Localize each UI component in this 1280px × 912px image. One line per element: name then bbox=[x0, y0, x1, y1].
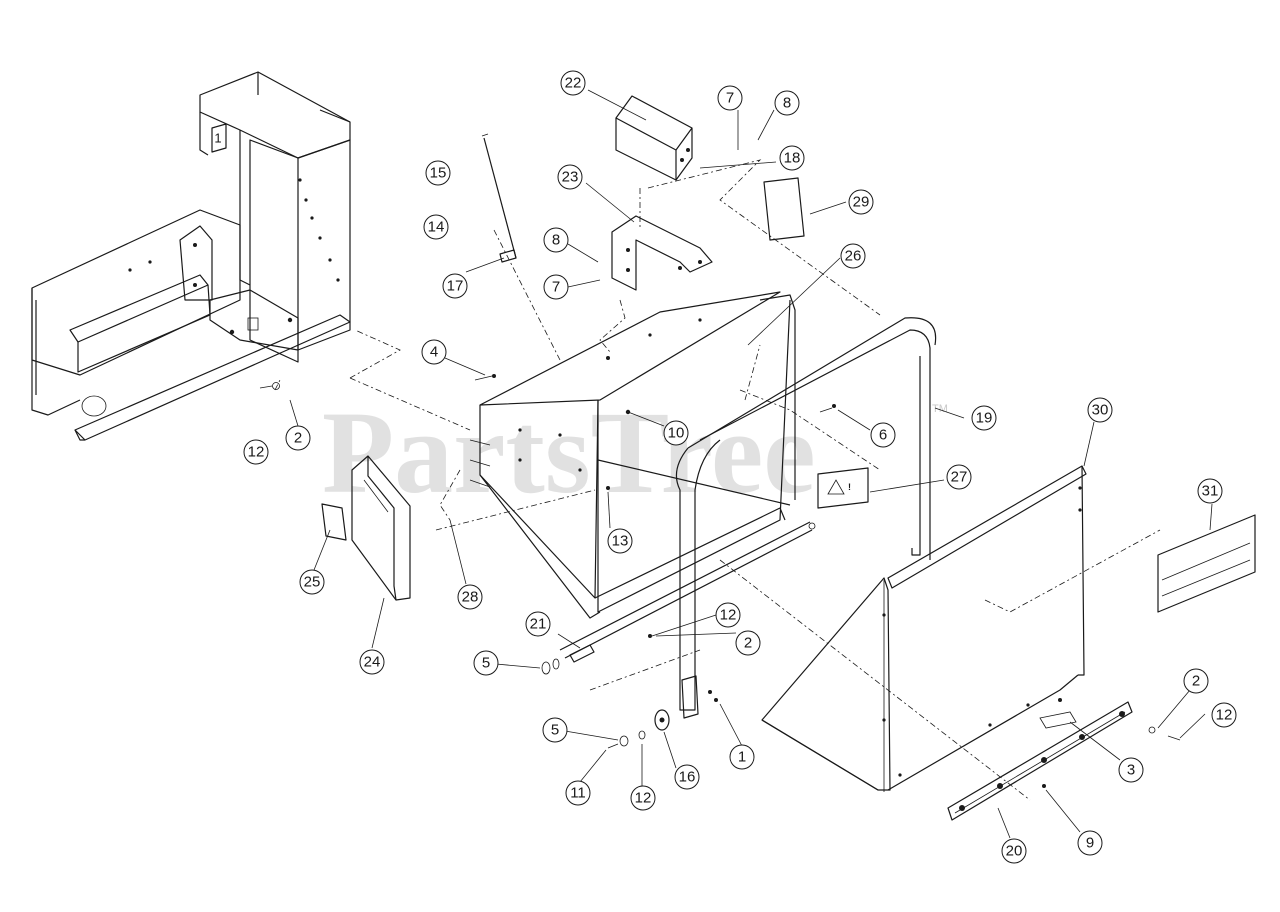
hopper bbox=[469, 291, 796, 619]
callout-14[interactable]: 14 bbox=[423, 214, 449, 240]
callout-16[interactable]: 16 bbox=[674, 764, 700, 790]
callout-8-bracket[interactable]: 8 bbox=[543, 227, 569, 253]
svg-text:19: 19 bbox=[976, 410, 993, 427]
deflector-strip bbox=[947, 701, 1133, 821]
callout-10[interactable]: 10 bbox=[663, 420, 689, 446]
svg-text:29: 29 bbox=[853, 194, 870, 211]
svg-text:8: 8 bbox=[783, 95, 791, 112]
callout-30[interactable]: 30 bbox=[1087, 397, 1113, 423]
svg-text:28: 28 bbox=[462, 589, 479, 606]
callout-15[interactable]: 15 bbox=[425, 160, 451, 186]
callout-11[interactable]: 11 bbox=[565, 780, 591, 806]
callout-27[interactable]: 27 bbox=[946, 464, 972, 490]
svg-text:2: 2 bbox=[1192, 673, 1200, 690]
callout-25[interactable]: 25 bbox=[299, 569, 325, 595]
callout-20[interactable]: 20 bbox=[1001, 838, 1027, 864]
svg-text:12: 12 bbox=[248, 444, 265, 461]
callout-2-frame[interactable]: 2 bbox=[285, 425, 311, 451]
svg-text:12: 12 bbox=[635, 790, 652, 807]
seal-24 bbox=[351, 455, 411, 601]
callout-3[interactable]: 3 bbox=[1118, 757, 1144, 783]
callout-12-axle[interactable]: 12 bbox=[715, 602, 741, 628]
watermark-text: PartsTree bbox=[322, 387, 816, 518]
svg-text:13: 13 bbox=[612, 533, 629, 550]
callout-7-bracket[interactable]: 7 bbox=[543, 274, 569, 300]
watermark-tm: TM bbox=[932, 403, 948, 415]
callout-18[interactable]: 18 bbox=[779, 145, 805, 171]
frame-tag-label: 1 bbox=[214, 131, 221, 146]
svg-text:3: 3 bbox=[1127, 762, 1135, 779]
svg-text:12: 12 bbox=[1216, 707, 1233, 724]
callout-28[interactable]: 28 bbox=[457, 584, 483, 610]
svg-text:8: 8 bbox=[552, 232, 560, 249]
callout-8-top[interactable]: 8 bbox=[774, 90, 800, 116]
callout-4[interactable]: 4 bbox=[421, 339, 447, 365]
svg-text:7: 7 bbox=[726, 90, 734, 107]
callout-29[interactable]: 29 bbox=[848, 189, 874, 215]
callout-17[interactable]: 17 bbox=[442, 273, 468, 299]
callout-12-frame[interactable]: 12 bbox=[243, 439, 269, 465]
callout-13[interactable]: 13 bbox=[607, 528, 633, 554]
callout-5-upper[interactable]: 5 bbox=[473, 650, 499, 676]
svg-text:18: 18 bbox=[784, 150, 801, 167]
svg-text:2: 2 bbox=[744, 635, 752, 652]
warning-decal: ! bbox=[817, 467, 869, 509]
callout-12-chute[interactable]: 12 bbox=[1211, 702, 1237, 728]
chute bbox=[761, 465, 1087, 792]
svg-text:26: 26 bbox=[845, 248, 862, 265]
svg-text:4: 4 bbox=[430, 344, 438, 361]
svg-text:30: 30 bbox=[1092, 402, 1109, 419]
svg-text:15: 15 bbox=[430, 165, 447, 182]
svg-text:9: 9 bbox=[1086, 835, 1094, 852]
svg-text:5: 5 bbox=[551, 722, 559, 739]
svg-text:12: 12 bbox=[720, 607, 737, 624]
svg-text:25: 25 bbox=[304, 574, 321, 591]
svg-text:2: 2 bbox=[294, 430, 302, 447]
callout-7-top[interactable]: 7 bbox=[717, 85, 743, 111]
svg-text:!: ! bbox=[848, 482, 851, 492]
frame-assembly bbox=[31, 71, 351, 441]
leader-lines bbox=[289, 89, 1213, 839]
control-box bbox=[615, 95, 693, 181]
svg-text:10: 10 bbox=[668, 425, 685, 442]
svg-text:5: 5 bbox=[482, 655, 490, 672]
handle-bar bbox=[675, 317, 937, 719]
svg-text:1: 1 bbox=[738, 749, 746, 766]
svg-text:14: 14 bbox=[428, 219, 445, 236]
bracket bbox=[611, 215, 713, 291]
callout-31[interactable]: 31 bbox=[1197, 478, 1223, 504]
callout-5-lower[interactable]: 5 bbox=[542, 717, 568, 743]
callout-6[interactable]: 6 bbox=[870, 422, 896, 448]
callout-2-axle[interactable]: 2 bbox=[735, 630, 761, 656]
svg-text:7: 7 bbox=[552, 279, 560, 296]
callout-24[interactable]: 24 bbox=[359, 649, 385, 675]
callout-12-lower[interactable]: 12 bbox=[630, 785, 656, 811]
svg-text:22: 22 bbox=[565, 75, 582, 92]
callout-23[interactable]: 23 bbox=[557, 164, 583, 190]
callout-2-chute[interactable]: 2 bbox=[1183, 668, 1209, 694]
callout-21[interactable]: 21 bbox=[525, 611, 551, 637]
svg-text:24: 24 bbox=[364, 654, 381, 671]
decal-25 bbox=[321, 503, 347, 541]
svg-text:21: 21 bbox=[530, 616, 547, 633]
svg-text:23: 23 bbox=[562, 169, 579, 186]
callout-26[interactable]: 26 bbox=[840, 243, 866, 269]
svg-text:17: 17 bbox=[447, 278, 464, 295]
callout-9[interactable]: 9 bbox=[1077, 830, 1103, 856]
svg-text:31: 31 bbox=[1202, 483, 1219, 500]
svg-text:16: 16 bbox=[679, 769, 696, 786]
callout-1[interactable]: 1 bbox=[729, 744, 755, 770]
svg-text:6: 6 bbox=[879, 427, 887, 444]
svg-text:11: 11 bbox=[570, 785, 586, 802]
callout-19[interactable]: 19 bbox=[971, 405, 997, 431]
svg-text:20: 20 bbox=[1006, 843, 1023, 860]
brand-decal bbox=[1157, 514, 1256, 613]
svg-text:27: 27 bbox=[951, 469, 968, 486]
decal-29 bbox=[763, 177, 805, 241]
callout-22[interactable]: 22 bbox=[560, 70, 586, 96]
